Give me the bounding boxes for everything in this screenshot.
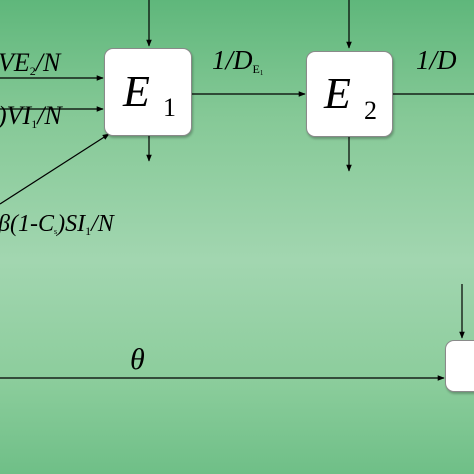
- node-e2-letter: E: [324, 69, 351, 118]
- label-si1-text-2: )SI: [57, 211, 86, 237]
- label-rate-e1-e2-subscript: E1: [252, 62, 264, 77]
- label-si1-over-n: β(1-Cs)SI1/N: [0, 212, 114, 237]
- label-rate-e2-out-text: 1/D: [416, 45, 457, 75]
- node-lower-right: [445, 340, 474, 392]
- label-vi1-over-n: )VI1/N: [0, 101, 62, 131]
- label-theta-text: θ: [130, 343, 145, 376]
- node-e2: E 2: [306, 51, 393, 137]
- label-vi1-denominator: /N: [37, 101, 62, 130]
- label-vi1-text: )VI: [0, 101, 32, 130]
- label-ve2-subscript: 2: [29, 64, 36, 78]
- label-ve2-text: VE: [0, 48, 30, 77]
- label-cs-subscript: s: [53, 227, 58, 236]
- node-e2-subscript: 2: [364, 96, 377, 125]
- label-si1-text: β(1-C: [0, 211, 54, 237]
- label-ve2-denominator: /N: [35, 48, 61, 77]
- label-ve2-over-n: VE2/N: [0, 48, 61, 78]
- label-rate-e1-e2-text: 1/D: [212, 45, 253, 75]
- label-rate-e1-e2-sub-letter: E: [252, 62, 260, 76]
- label-vi1-subscript: 1: [31, 117, 38, 131]
- node-e1: E 1: [104, 48, 192, 136]
- label-rate-e1-e2-subsub: 1: [259, 69, 264, 77]
- label-rate-e2-out: 1/D: [416, 47, 457, 74]
- label-si1-denominator: /N: [91, 211, 114, 237]
- node-e1-letter: E: [123, 67, 150, 116]
- edge-si1-to-e1: [0, 133, 110, 205]
- label-theta: θ: [130, 345, 145, 375]
- node-e1-subscript: 1: [163, 93, 176, 122]
- label-si1-subscript: 1: [85, 224, 92, 238]
- label-rate-e1-e2: 1/DE1: [212, 47, 263, 77]
